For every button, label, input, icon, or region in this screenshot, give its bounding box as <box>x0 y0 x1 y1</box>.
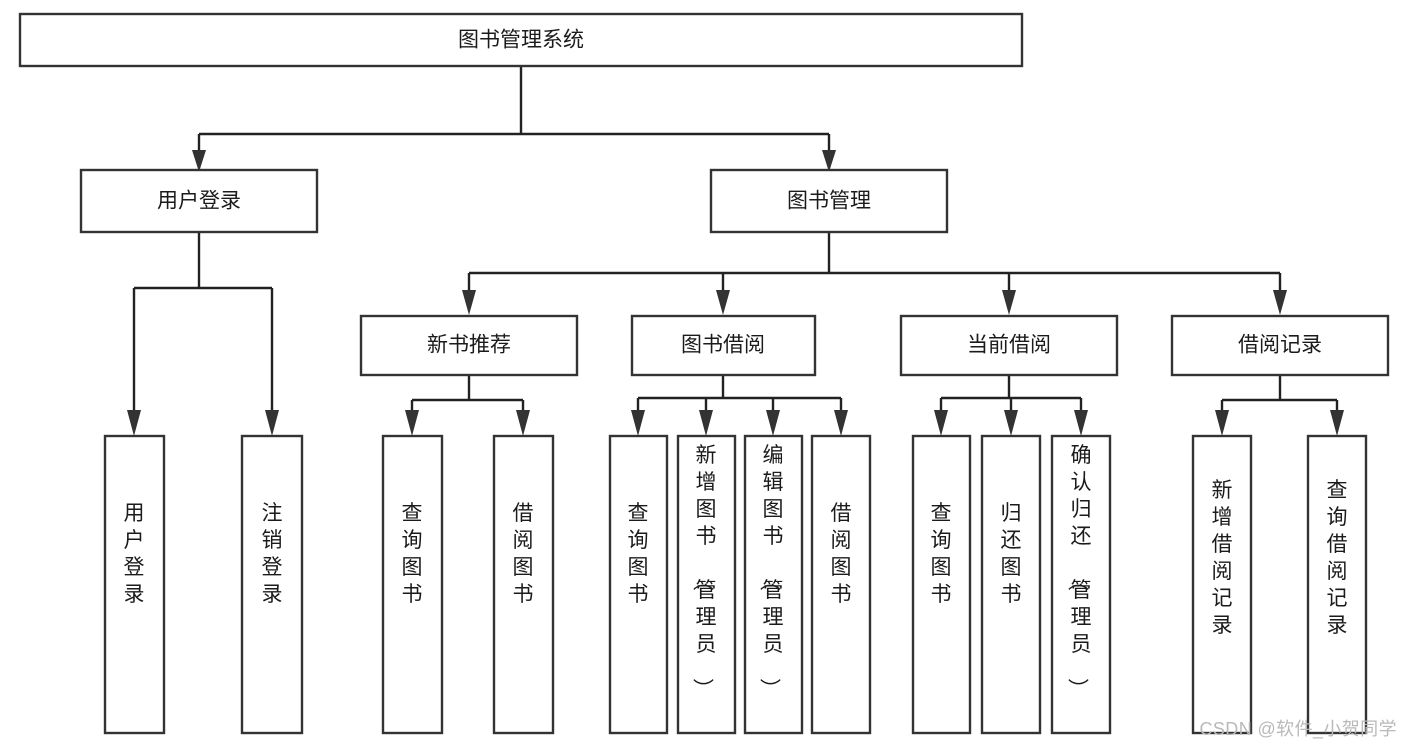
node-box-leaf-add-record[interactable] <box>1191 434 1253 735</box>
node-box-book-manage[interactable] <box>709 168 949 234</box>
node-label-leaf-query-book-1: 查询图书 <box>402 502 423 606</box>
arrow-head-leaf-query-book-3 <box>934 410 948 436</box>
node-box-leaf-user-login[interactable] <box>103 434 166 735</box>
node-label-borrow-record: 借阅记录 <box>1238 334 1322 357</box>
node-box-leaf-add-book[interactable] <box>676 434 737 735</box>
node-user-login[interactable]: 用户登录 <box>79 168 319 234</box>
node-label-leaf-logout-login: 注销登录 <box>262 502 283 606</box>
node-leaf-return-book[interactable]: 归还图书 <box>980 434 1042 735</box>
node-label-book-borrow: 图书借阅 <box>681 334 765 357</box>
node-leaf-borrow-book-1[interactable]: 借阅图书 <box>492 434 555 735</box>
node-label-leaf-edit-book: 编辑图书（管理员） <box>758 444 784 699</box>
node-leaf-edit-book[interactable]: 编辑图书（管理员） <box>743 434 804 735</box>
node-leaf-query-book-3[interactable]: 查询图书 <box>911 434 972 735</box>
node-label-leaf-user-login: 用户登录 <box>124 502 145 606</box>
node-box-leaf-edit-book[interactable] <box>743 434 804 735</box>
arrow-head-book-manage <box>822 150 836 172</box>
arrow-head-leaf-user-login <box>127 410 141 436</box>
node-leaf-query-record[interactable]: 查询借阅记录 <box>1306 434 1368 735</box>
node-box-leaf-return-book[interactable] <box>980 434 1042 735</box>
node-leaf-confirm-return[interactable]: 确认归还（管理员） <box>1050 434 1112 735</box>
node-label-leaf-borrow-book-2: 借阅图书 <box>831 502 852 606</box>
arrow-head-current-borrow <box>1002 290 1016 315</box>
node-box-leaf-query-book-1[interactable] <box>381 434 444 735</box>
node-borrow-record[interactable]: 借阅记录 <box>1170 314 1390 377</box>
arrow-head-borrow-record <box>1273 290 1287 315</box>
node-leaf-logout-login[interactable]: 注销登录 <box>240 434 304 735</box>
node-box-book-borrow[interactable] <box>630 314 817 377</box>
node-box-leaf-query-book-3[interactable] <box>911 434 972 735</box>
node-new-book-recommend[interactable]: 新书推荐 <box>359 314 579 377</box>
node-label-leaf-add-book: 新增图书（管理员） <box>691 444 717 699</box>
node-leaf-user-login[interactable]: 用户登录 <box>103 434 166 735</box>
node-label-current-borrow: 当前借阅 <box>967 334 1051 357</box>
node-leaf-borrow-book-2[interactable]: 借阅图书 <box>810 434 872 735</box>
arrow-head-leaf-query-book-1 <box>405 410 419 436</box>
node-box-leaf-query-record[interactable] <box>1306 434 1368 735</box>
node-label-leaf-query-record: 查询借阅记录 <box>1327 479 1348 637</box>
node-book-borrow[interactable]: 图书借阅 <box>630 314 817 377</box>
node-label-leaf-borrow-book-1: 借阅图书 <box>513 502 534 606</box>
node-leaf-query-book-2[interactable]: 查询图书 <box>608 434 669 735</box>
node-box-leaf-logout-login[interactable] <box>240 434 304 735</box>
node-label-leaf-confirm-return: 确认归还（管理员） <box>1066 444 1092 699</box>
node-current-borrow[interactable]: 当前借阅 <box>899 314 1119 377</box>
node-box-borrow-record[interactable] <box>1170 314 1390 377</box>
node-leaf-add-book[interactable]: 新增图书（管理员） <box>676 434 737 735</box>
node-label-root: 图书管理系统 <box>458 29 584 52</box>
node-box-root[interactable] <box>18 12 1024 68</box>
arrow-head-leaf-borrow-book-2 <box>834 410 848 436</box>
arrow-head-new-book-recommend <box>462 290 476 315</box>
node-leaf-query-book-1[interactable]: 查询图书 <box>381 434 444 735</box>
arrow-head-leaf-return-book <box>1004 410 1018 436</box>
node-box-current-borrow[interactable] <box>899 314 1119 377</box>
node-box-user-login[interactable] <box>79 168 319 234</box>
arrow-head-leaf-borrow-book-1 <box>516 410 530 436</box>
node-label-leaf-query-book-3: 查询图书 <box>931 502 952 606</box>
arrow-head-leaf-edit-book <box>766 410 780 436</box>
csdn-watermark: CSDN @软件_小贺同学 <box>1199 719 1397 739</box>
arrow-head-book-borrow <box>716 290 730 315</box>
arrow-head-leaf-confirm-return <box>1074 410 1088 436</box>
node-leaf-add-record[interactable]: 新增借阅记录 <box>1191 434 1253 735</box>
arrow-head-leaf-query-book-2 <box>631 410 645 436</box>
arrow-head-leaf-add-book <box>699 410 713 436</box>
node-box-leaf-borrow-book-2[interactable] <box>810 434 872 735</box>
node-box-leaf-confirm-return[interactable] <box>1050 434 1112 735</box>
arrow-head-leaf-add-record <box>1215 410 1229 436</box>
arrow-head-leaf-logout-login <box>265 410 279 436</box>
node-root[interactable]: 图书管理系统 <box>18 12 1024 68</box>
arrow-head-user-login <box>192 150 206 172</box>
node-label-leaf-add-record: 新增借阅记录 <box>1212 479 1233 637</box>
node-box-leaf-borrow-book-1[interactable] <box>492 434 555 735</box>
node-label-leaf-query-book-2: 查询图书 <box>628 502 649 606</box>
leaf-node-layer: 用户登录 注销登录 查询图书 借阅图书 查询图书 新增图书（管理员） <box>103 434 1368 735</box>
node-box-new-book-recommend[interactable] <box>359 314 579 377</box>
node-label-new-book-recommend: 新书推荐 <box>427 334 511 357</box>
node-label-leaf-return-book: 归还图书 <box>1001 502 1022 606</box>
connector-layer <box>127 66 1344 436</box>
node-box-leaf-query-book-2[interactable] <box>608 434 669 735</box>
node-label-book-manage: 图书管理 <box>787 190 871 213</box>
node-label-user-login: 用户登录 <box>157 190 241 213</box>
arrow-head-leaf-query-record <box>1330 410 1344 436</box>
node-book-manage[interactable]: 图书管理 <box>709 168 949 234</box>
